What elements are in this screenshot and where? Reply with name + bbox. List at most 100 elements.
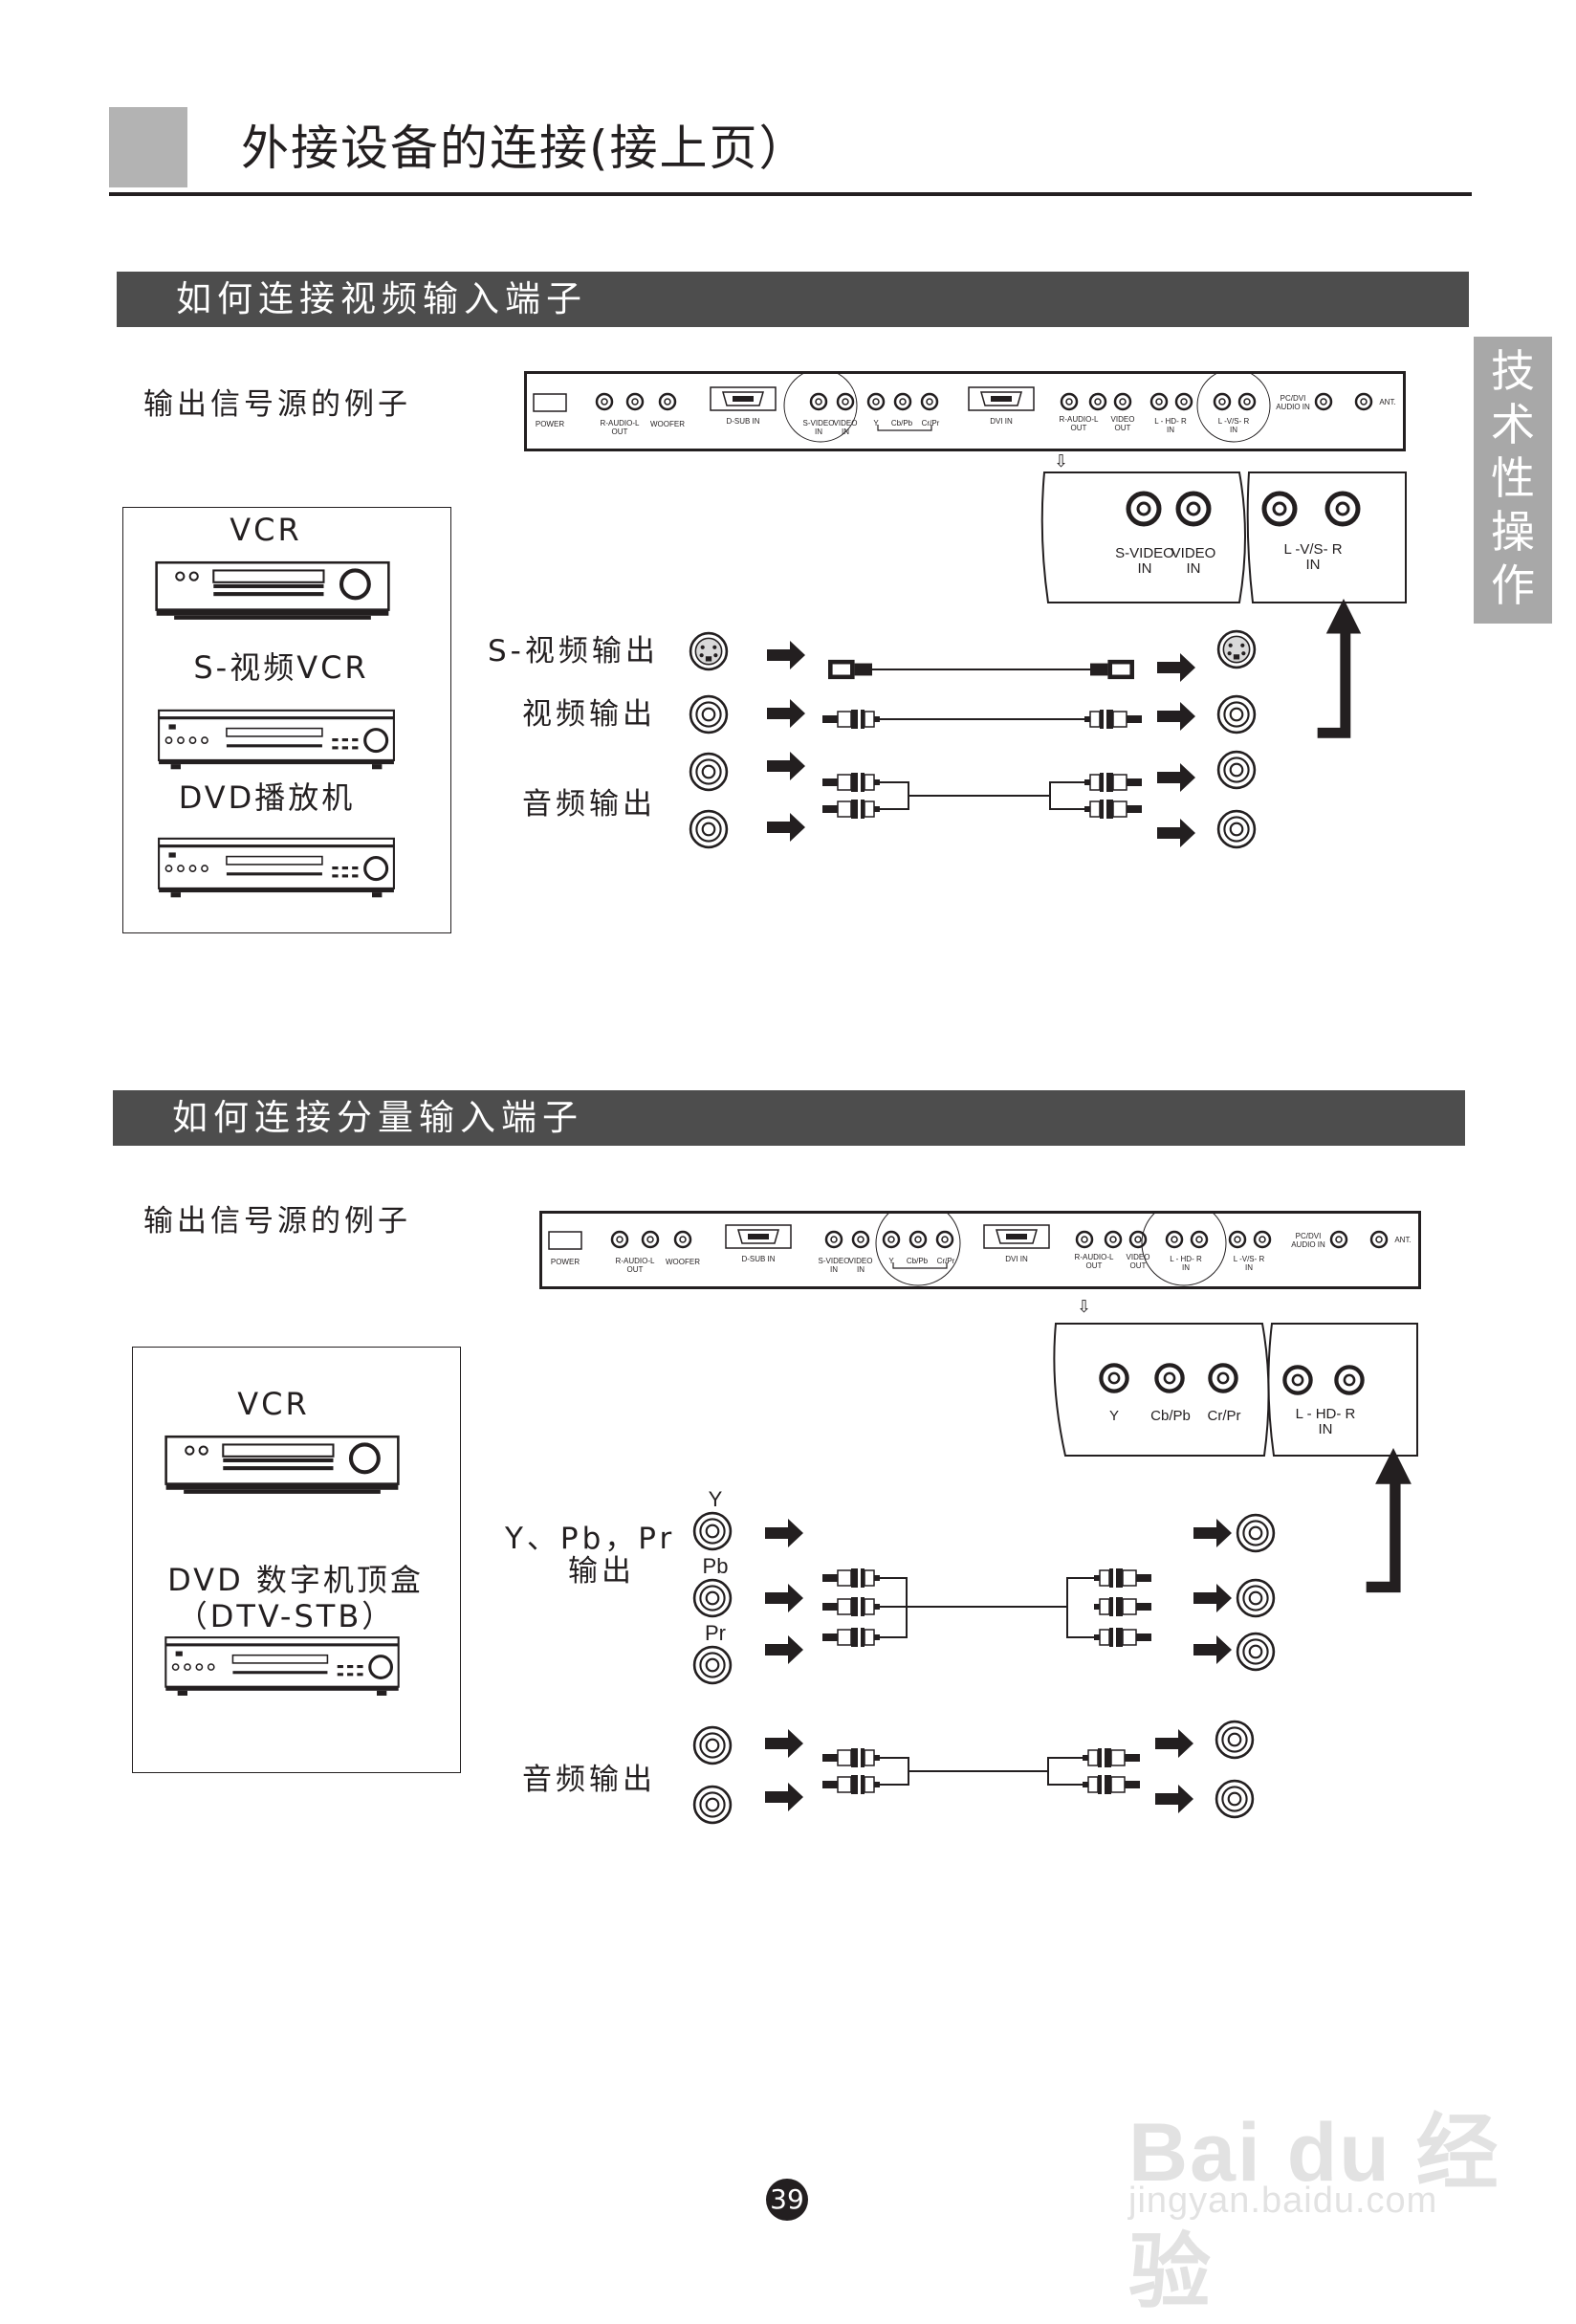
title-underline — [109, 192, 1472, 196]
panel-label-l-hd-r-in: IN — [1167, 426, 1174, 434]
section2-heading-bar: 如何连接分量输入端子 — [113, 1090, 1465, 1146]
jack-label-y: Y — [708, 1487, 723, 1511]
section2-cable-diagram — [692, 1511, 1276, 1825]
panel-label-video-out-b: OUT — [1129, 1261, 1147, 1270]
side-tab-char: 技 — [1491, 345, 1535, 397]
s-video-vcr-device-icon — [157, 709, 396, 771]
panel-label-pc-dvi: PC/DVI — [1280, 394, 1306, 403]
zoom-label-video: VIDEO — [1171, 545, 1216, 561]
zoom-label-cr-pr: Cr/Pr — [1207, 1408, 1241, 1424]
watermark-url: jingyan.baidu.com — [1128, 2181, 1438, 2221]
jack-label-pb: Pb — [702, 1554, 729, 1578]
panel-label-cb-pb: Cb/Pb — [906, 1257, 929, 1265]
jack-label-pr: Pr — [705, 1621, 726, 1645]
signal-label-audio-out: 音频输出 — [522, 787, 656, 822]
section1-heading-bar: 如何连接视频输入端子 — [117, 272, 1469, 327]
section2-heading: 如何连接分量输入端子 — [172, 1097, 583, 1138]
side-tab-technical-operation: 技 术 性 操 作 — [1474, 337, 1552, 624]
panel-label-video: VIDEO — [848, 1257, 873, 1265]
zoom-label-s-video: S-VIDEO — [1115, 545, 1174, 561]
panel-label-y: Y — [873, 419, 879, 428]
zoom-label-l-hd-r: L - HD- R — [1295, 1406, 1356, 1422]
panel-label-dvi-in: DVI IN — [990, 417, 1013, 426]
panel-label-power: POWER — [535, 420, 565, 428]
panel-label-cr-pr: Cr/Pr — [936, 1257, 955, 1265]
panel-label-cr-pr: Cr/Pr — [921, 419, 940, 428]
panel-label-s-video-in: IN — [815, 428, 822, 436]
watermark-brand: Bai du 经验 — [1128, 2107, 1500, 2318]
panel-label-s-video: S-VIDEO — [802, 419, 835, 428]
side-tab-char: 操 — [1491, 506, 1535, 558]
panel-label-s-video: S-VIDEO — [818, 1257, 850, 1265]
zoom-label-s-video-in: IN — [1137, 560, 1152, 577]
panel-label-dsub-in: D-SUB IN — [741, 1255, 776, 1263]
panel-label-audio-out-2: OUT — [1070, 424, 1087, 432]
section2-rear-panel: POWER R-AUDIO-L OUT WOOFER D-SUB IN S-VI… — [539, 1200, 1421, 1289]
dvd-player-device-icon — [157, 837, 396, 899]
panel-label-woofer: WOOFER — [666, 1258, 700, 1266]
panel-label-video-in: IN — [842, 428, 849, 436]
signal-label-ypbpr: Y、Pb，Pr — [505, 1522, 676, 1556]
signal-label-audio-out: 音频输出 — [522, 1763, 656, 1797]
panel-label-pc-dvi-audio-in: AUDIO IN — [1276, 403, 1310, 411]
side-tab-char: 性 — [1491, 452, 1535, 504]
rear-panel-outline — [524, 368, 1406, 451]
panel-label-pc-dvi-audio-in: AUDIO IN — [1291, 1240, 1325, 1249]
svg-text:⇩: ⇩ — [1077, 1297, 1091, 1317]
zoom-panel-outline: ⇩ — [1040, 451, 1407, 603]
device-label-dtv-stb: （DTV-STB） — [176, 1598, 396, 1634]
panel-label-ant: ANT. — [1379, 398, 1396, 406]
signal-label-s-video-out: S-视频输出 — [488, 634, 659, 669]
panel-label-dvi-in: DVI IN — [1005, 1255, 1028, 1263]
panel-label-r-audio-l-2: R-AUDIO-L — [1059, 415, 1099, 424]
panel-label-audio-out-2: OUT — [1085, 1261, 1103, 1270]
section2-example-label: 输出信号源的例子 — [143, 1204, 411, 1239]
panel-label-r-audio-l: R-AUDIO-L — [615, 1257, 655, 1265]
section2-device-box — [132, 1347, 461, 1773]
page-title: 外接设备的连接(接上页） — [241, 121, 809, 176]
vcr-device-icon — [153, 555, 392, 624]
device-label-dvd-player: DVD播放机 — [178, 779, 356, 816]
zoom-label-video-in: IN — [1186, 560, 1201, 577]
panel-label-ant: ANT. — [1394, 1236, 1412, 1244]
device-label-s-video-vcr: S-视频VCR — [193, 649, 369, 686]
rear-panel-outline — [539, 1200, 1421, 1289]
panel-label-audio-out: OUT — [626, 1265, 644, 1274]
section2-zoom-panel: ⇩ Y Cb/Pb Cr/Pr L - HD- R IN — [1046, 1295, 1421, 1458]
panel-label-video: VIDEO — [833, 419, 858, 428]
panel-label-l-vs-r-in: IN — [1245, 1263, 1253, 1272]
side-tab-char: 作 — [1491, 559, 1535, 611]
panel-label-video-out-b: OUT — [1114, 424, 1131, 432]
section1-heading: 如何连接视频输入端子 — [176, 278, 587, 319]
panel-label-dsub-in: D-SUB IN — [726, 417, 760, 426]
panel-label-audio-out: OUT — [611, 428, 628, 436]
panel-label-y: Y — [888, 1257, 894, 1265]
device-label-dvd-settop-box: DVD 数字机顶盒 — [167, 1562, 424, 1598]
section1-big-arrow — [1317, 599, 1362, 738]
vcr-device-icon — [163, 1429, 402, 1498]
section1-cable-diagram — [689, 629, 1257, 849]
zoom-label-l-vs-r: L -V/S- R — [1283, 541, 1343, 558]
panel-label-video-out: VIDEO — [1110, 415, 1135, 424]
device-label-vcr: VCR — [237, 1386, 310, 1422]
panel-label-l-hd-r: L - HD- R — [1170, 1255, 1202, 1263]
section1-zoom-panel: ⇩ S-VIDEO IN VIDEO IN L -V/S- R IN — [1031, 449, 1413, 608]
panel-label-l-vs-r: L -V/S- R — [1233, 1255, 1265, 1263]
svg-text:⇩: ⇩ — [1054, 451, 1068, 471]
panel-label-video-in: IN — [857, 1265, 865, 1274]
dvd-settop-box-device-icon — [164, 1635, 401, 1697]
panel-label-pc-dvi: PC/DVI — [1295, 1232, 1322, 1240]
zoom-label-cb-pb: Cb/Pb — [1150, 1408, 1191, 1424]
panel-label-video-out: VIDEO — [1126, 1253, 1150, 1261]
zoom-label-l-hd-r-in: IN — [1318, 1421, 1333, 1437]
panel-label-l-vs-r-in: IN — [1230, 426, 1237, 434]
page-number: 39 — [766, 2179, 808, 2221]
zoom-panel-outline: ⇩ — [1053, 1297, 1418, 1457]
section1-device-box — [122, 507, 451, 933]
panel-label-r-audio-l-2: R-AUDIO-L — [1074, 1253, 1114, 1261]
panel-label-r-audio-l: R-AUDIO-L — [600, 419, 640, 428]
panel-label-cb-pb: Cb/Pb — [890, 419, 913, 428]
section2-big-arrow — [1366, 1448, 1412, 1593]
section1-rear-panel: POWER R-AUDIO-L OUT WOOFER D-SUB IN S-VI… — [524, 368, 1406, 451]
panel-label-power: POWER — [550, 1258, 580, 1266]
